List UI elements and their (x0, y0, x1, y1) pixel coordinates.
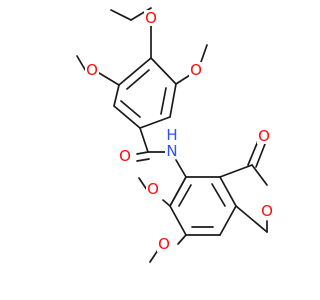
atom-label-oxygen: O (261, 202, 273, 220)
bond (169, 205, 187, 236)
bond (113, 84, 120, 107)
bond (200, 44, 208, 63)
bond (175, 74, 191, 85)
atom-label-oxygen: O (258, 127, 270, 145)
atom-label-layer: O O O O N H O O O O (85, 9, 274, 253)
bond (139, 116, 171, 129)
bond (211, 183, 226, 207)
atom-label-hydrogen: H (166, 126, 177, 144)
bond (113, 105, 141, 129)
atom-label-oxygen: O (158, 235, 170, 253)
bond (139, 127, 149, 153)
bond (169, 83, 177, 118)
bond (98, 72, 120, 86)
bond (251, 164, 268, 186)
bond (150, 57, 177, 85)
bond (235, 205, 268, 233)
atom-label-oxygen: O (190, 61, 202, 79)
bond (255, 143, 266, 168)
bond (136, 158, 150, 162)
bond (126, 69, 150, 90)
atom-label-oxygen: O (145, 9, 157, 27)
bond (118, 57, 152, 86)
bond (219, 164, 253, 178)
bond (177, 234, 187, 245)
atom-label-nitrogen: N (166, 142, 177, 160)
atom-label-oxygen: O (86, 61, 98, 79)
bond (120, 100, 141, 118)
bond (110, 9, 132, 21)
bond-layer (76, 7, 268, 263)
bond (169, 176, 187, 207)
bond (175, 159, 187, 178)
bond (247, 140, 259, 166)
atom-label-oxygen: O (147, 180, 159, 198)
bond (219, 176, 237, 207)
molecule-structure: O O O O N H O O O O (76, 7, 274, 263)
bond (160, 87, 167, 115)
atom-label-oxygen: O (119, 147, 131, 165)
bond (178, 184, 192, 207)
bond (219, 205, 237, 236)
bond (162, 199, 171, 207)
bond (136, 151, 149, 155)
